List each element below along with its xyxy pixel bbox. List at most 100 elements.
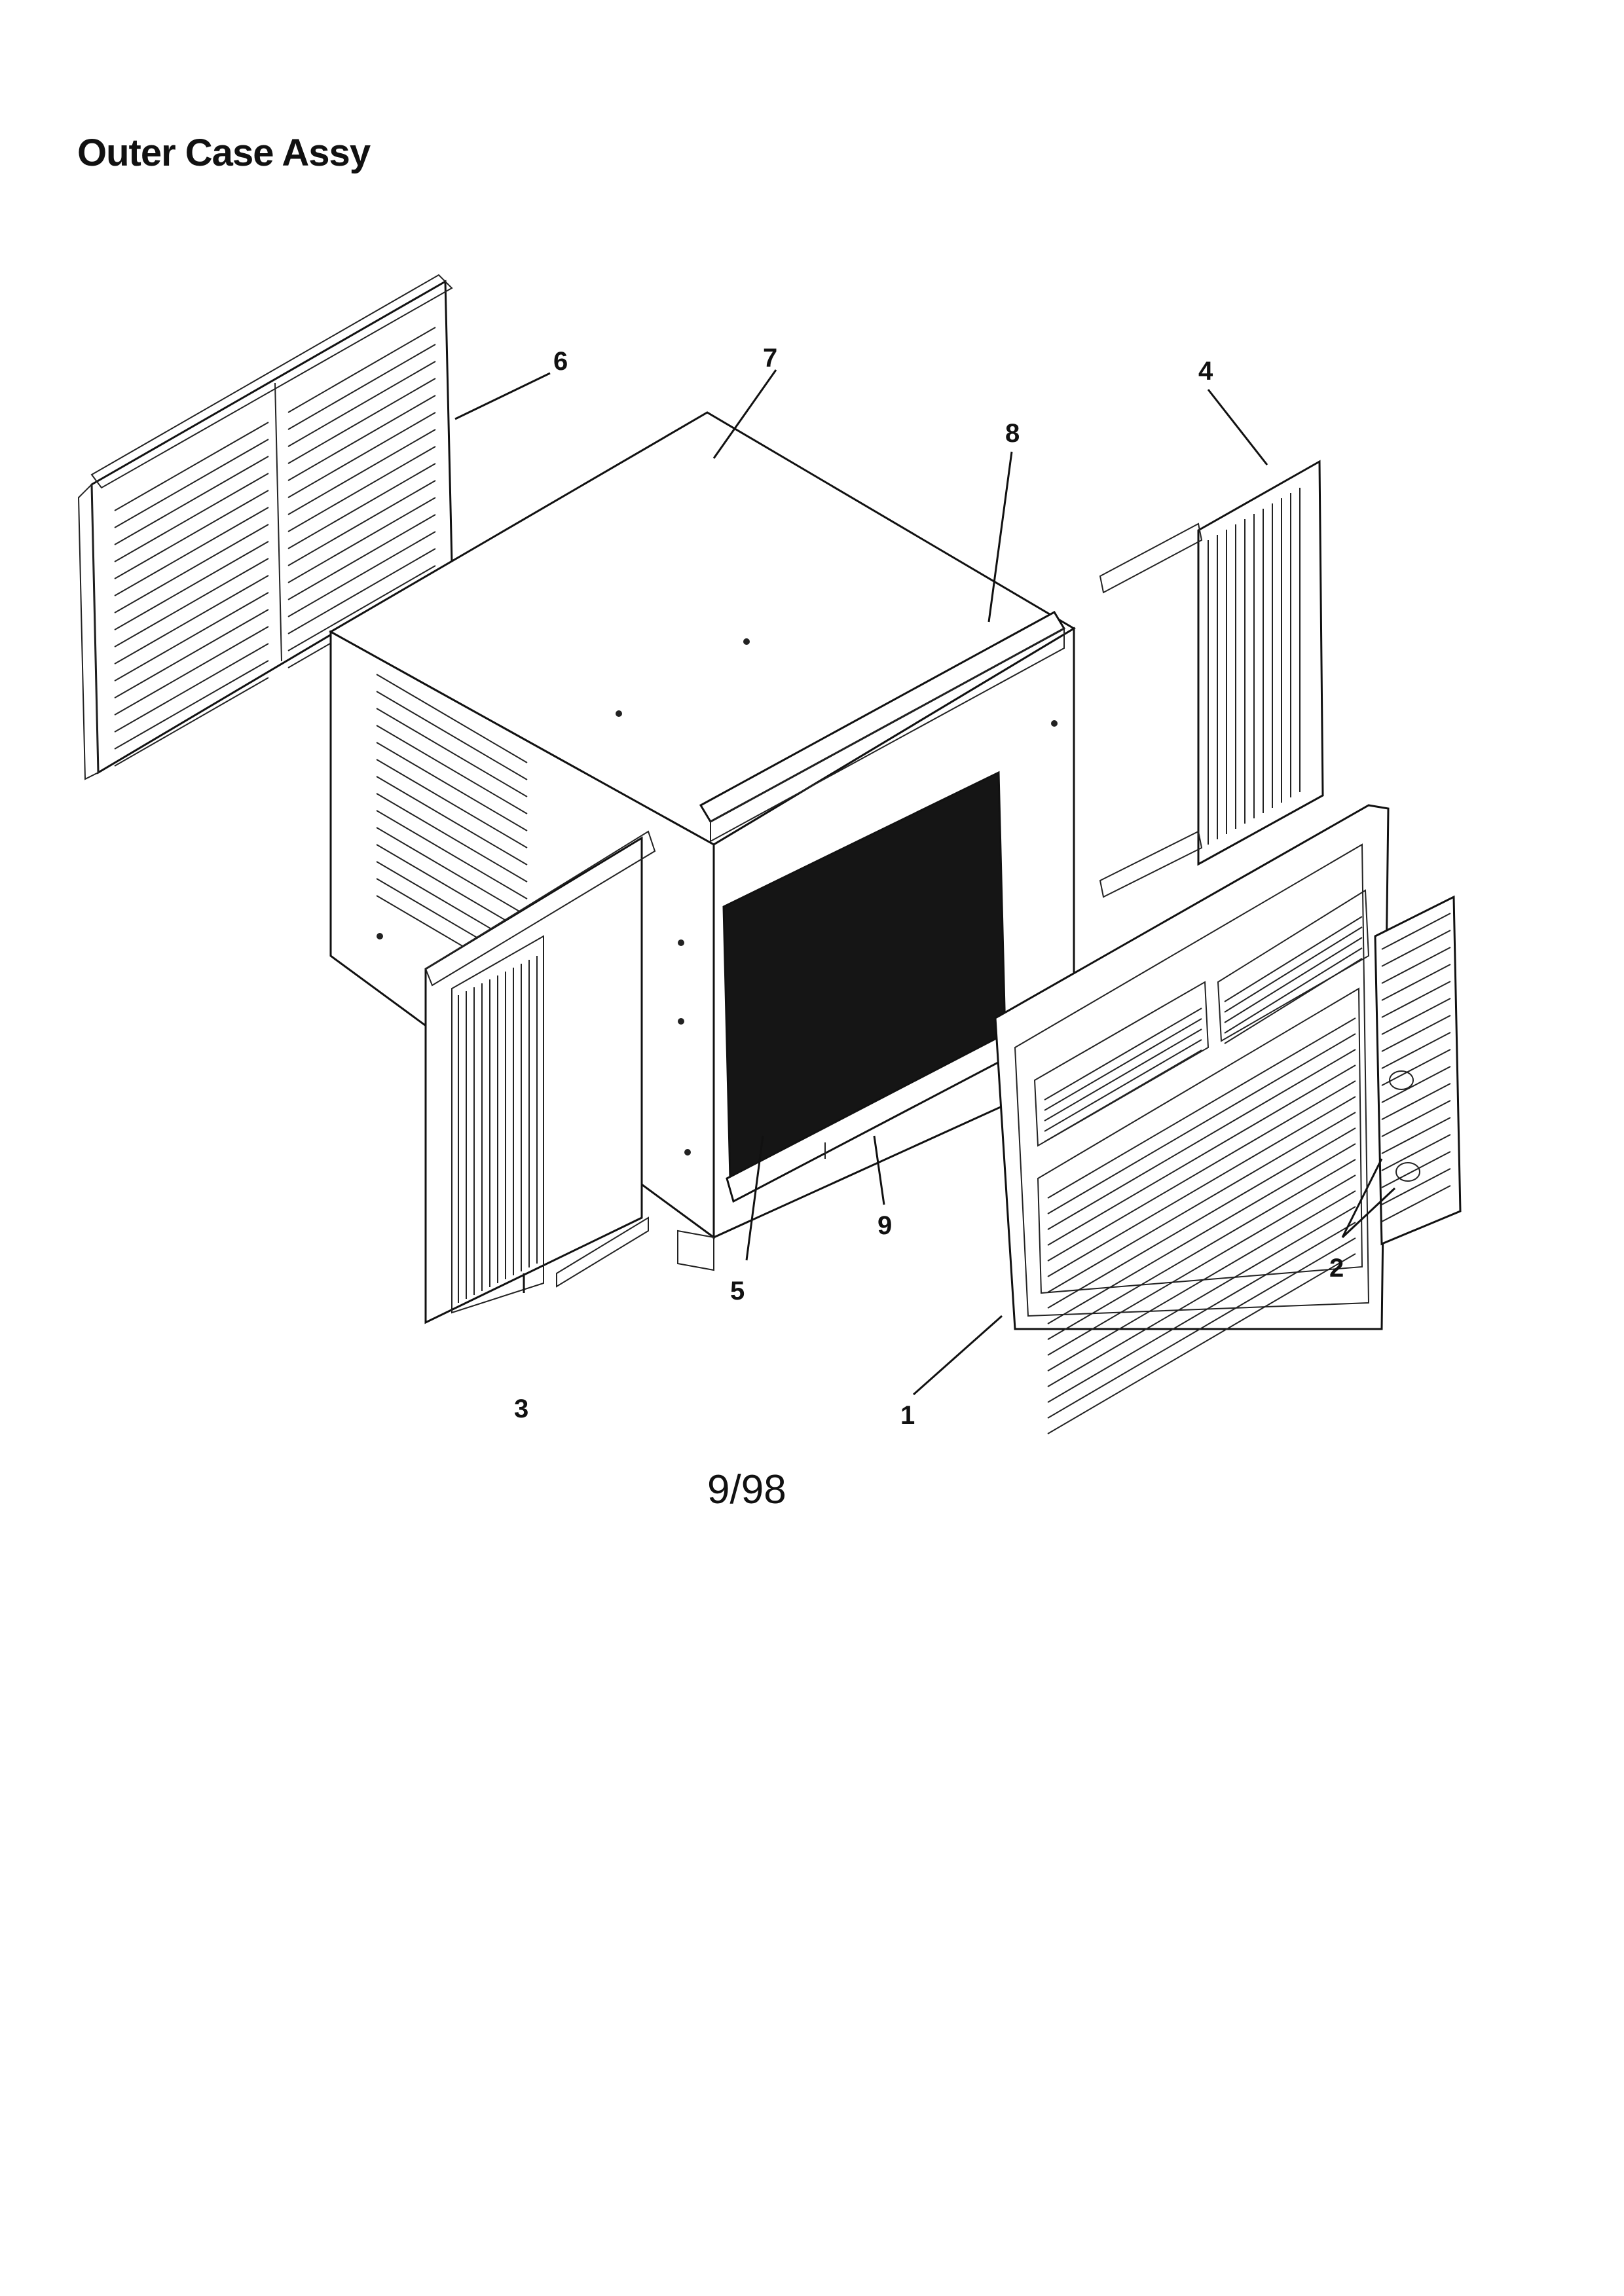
diagram-title: Outer Case Assy bbox=[77, 132, 371, 174]
louver-slat bbox=[1047, 1080, 1356, 1262]
louver-slat bbox=[287, 344, 436, 430]
louver-slat bbox=[287, 548, 436, 634]
louver-slat bbox=[287, 514, 436, 600]
callout-1: 1 bbox=[900, 1401, 915, 1430]
louver-slat bbox=[1224, 947, 1363, 1034]
louver-slat bbox=[114, 609, 269, 699]
louver-slat bbox=[376, 793, 528, 883]
louver-slat bbox=[1381, 1083, 1451, 1120]
louver-slat bbox=[287, 497, 436, 583]
callout-5: 5 bbox=[730, 1277, 745, 1305]
louver-slat bbox=[1381, 964, 1451, 1001]
part-4-right-curtain bbox=[1099, 460, 1324, 898]
louver-slat bbox=[287, 531, 436, 617]
louver-slat bbox=[376, 674, 528, 763]
louver-slat bbox=[1047, 1065, 1356, 1246]
louver-slat bbox=[1047, 1143, 1356, 1324]
callout-9: 9 bbox=[877, 1211, 892, 1240]
callout-3: 3 bbox=[514, 1394, 528, 1423]
louver-slat bbox=[114, 456, 269, 545]
louver-slat bbox=[114, 422, 269, 511]
louver-slat bbox=[114, 677, 269, 767]
louver-slat bbox=[1381, 1151, 1451, 1188]
louver-slat bbox=[1047, 1127, 1356, 1309]
louver-slat bbox=[1381, 1015, 1451, 1052]
callout-8: 8 bbox=[1005, 419, 1020, 448]
louver-slat bbox=[1047, 1033, 1356, 1214]
louver-slat bbox=[1381, 1032, 1451, 1069]
louver-slat bbox=[114, 660, 269, 750]
louver-slat bbox=[1044, 1018, 1202, 1111]
louver-slat bbox=[287, 446, 436, 532]
louver-slat bbox=[376, 827, 528, 917]
louver-slat bbox=[376, 708, 528, 797]
louver-slat bbox=[1381, 981, 1451, 1018]
louver-slat bbox=[114, 507, 269, 596]
louver-slat bbox=[376, 810, 528, 900]
louver-slat bbox=[1381, 1185, 1451, 1222]
louver-slat bbox=[1047, 1253, 1356, 1434]
louver-slat bbox=[1224, 926, 1363, 1013]
callout-7: 7 bbox=[763, 344, 777, 373]
louver-slat bbox=[114, 558, 269, 647]
louver-slat bbox=[287, 361, 436, 447]
louver-slat bbox=[1047, 1190, 1356, 1372]
louver-slat bbox=[287, 463, 436, 549]
louver-slat bbox=[1381, 947, 1451, 984]
part-6-rear-grille bbox=[77, 274, 453, 780]
louver-slat bbox=[1381, 1117, 1451, 1154]
louver-slat bbox=[287, 565, 436, 651]
louver-slat bbox=[114, 490, 269, 579]
louver-slat bbox=[1381, 1049, 1451, 1086]
louver-slat bbox=[287, 378, 436, 464]
louver-slat bbox=[376, 725, 528, 814]
louver-slat bbox=[1044, 1029, 1202, 1121]
part-8-top-rail bbox=[699, 610, 1066, 843]
louver-slat bbox=[376, 759, 528, 848]
louver-slat bbox=[1044, 1049, 1202, 1142]
louver-slat bbox=[1047, 1206, 1356, 1387]
callout-4: 4 bbox=[1198, 357, 1213, 386]
louver-slat bbox=[287, 480, 436, 566]
louver-slat bbox=[1047, 1159, 1356, 1340]
louver-slat bbox=[287, 395, 436, 481]
louver-slat bbox=[1381, 930, 1451, 967]
louver-slat bbox=[1044, 1008, 1202, 1101]
louver-slat bbox=[1381, 1100, 1451, 1137]
louver-slat bbox=[1381, 1066, 1451, 1103]
louver-slat bbox=[1047, 1049, 1356, 1230]
louver-slat bbox=[114, 439, 269, 528]
louver-slat bbox=[287, 412, 436, 498]
louver-slat bbox=[287, 429, 436, 515]
leader-lines bbox=[454, 369, 1396, 1396]
louver-slat bbox=[1047, 1017, 1356, 1199]
louver-slat bbox=[114, 626, 269, 716]
part-2-side-door bbox=[1374, 895, 1462, 1246]
part-3-left-curtain bbox=[424, 830, 656, 1324]
date-code: 9/98 bbox=[707, 1467, 786, 1512]
callout-6: 6 bbox=[553, 347, 568, 376]
part-1-front-panel bbox=[994, 804, 1390, 1434]
louver-slat bbox=[1047, 1222, 1356, 1403]
louver-slat bbox=[114, 592, 269, 682]
louver-slat bbox=[376, 691, 528, 780]
louver-slat bbox=[1224, 916, 1363, 1002]
louver-slat bbox=[1224, 937, 1363, 1023]
callout-2: 2 bbox=[1329, 1254, 1344, 1283]
louver-slat bbox=[1047, 1237, 1356, 1419]
louver-slat bbox=[1381, 1168, 1451, 1205]
louver-slat bbox=[114, 643, 269, 733]
louver-slat bbox=[1381, 998, 1451, 1035]
louver-slat bbox=[114, 473, 269, 562]
louver-slat bbox=[114, 575, 269, 665]
louver-slat bbox=[376, 742, 528, 831]
louver-slat bbox=[287, 327, 436, 413]
louver-slat bbox=[1047, 1175, 1356, 1356]
louver-slat bbox=[1047, 1096, 1356, 1277]
louver-slat bbox=[1044, 1039, 1202, 1132]
louver-slat bbox=[1381, 1134, 1451, 1171]
louver-slat bbox=[1224, 958, 1363, 1044]
louver-slat bbox=[114, 524, 269, 613]
louver-slat bbox=[376, 776, 528, 866]
